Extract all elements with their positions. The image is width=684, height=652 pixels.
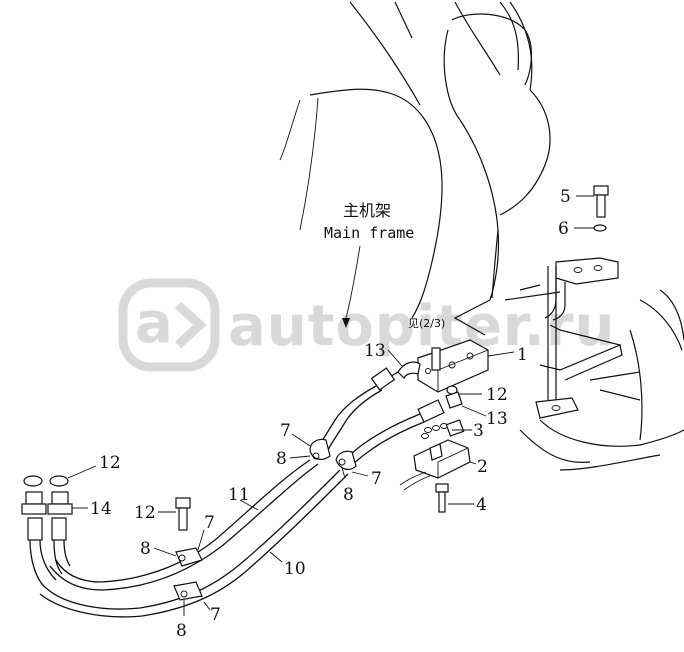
elbow-fitting-12-icon — [445, 385, 463, 409]
callout-13-upper: 13 — [364, 341, 386, 361]
clamp-upper-left-icon — [309, 438, 331, 460]
callout-5: 5 — [560, 187, 571, 207]
hose-9 — [39, 469, 349, 618]
bolt-4-icon — [435, 483, 449, 513]
callout-10: 11 — [228, 485, 250, 505]
callout-3: 3 — [473, 421, 484, 441]
leader-lines — [67, 195, 594, 616]
callout-8-c: 8 — [140, 539, 151, 559]
callout-7-b: 7 — [371, 469, 382, 489]
callout-4: 4 — [476, 495, 487, 515]
watermark-text: autopiter.ru — [228, 294, 615, 359]
callout-7-a: 7 — [280, 421, 291, 441]
hose-ends — [29, 539, 71, 589]
svg-text:a: a — [135, 291, 174, 356]
callout-13-lower: 13 — [486, 409, 508, 429]
reference-note: 见(2/3) — [408, 317, 445, 330]
callout-11: 12 — [134, 503, 156, 523]
main-frame-outline — [279, 1, 684, 471]
callout-8-d: 8 — [176, 621, 187, 641]
frame-pointer-line — [345, 245, 361, 319]
elbow-fitting-13-icon — [397, 361, 421, 380]
frame-pointer-arrow — [342, 318, 350, 328]
callout-1: 1 — [517, 345, 528, 365]
callout-6: 6 — [558, 219, 569, 239]
callout-12-left: 12 — [99, 453, 121, 473]
callout-7-c: 7 — [204, 513, 215, 533]
callout-14: 14 — [90, 499, 112, 519]
clamp-lower-2-icon — [173, 581, 203, 601]
washer-6-icon — [593, 224, 607, 232]
valve-2-icon — [399, 439, 471, 491]
callout-8-b: 8 — [343, 485, 354, 505]
callout-2: 2 — [477, 457, 488, 477]
frame-label-cn: 主机架 — [343, 201, 391, 220]
clamp-lower-1-icon — [175, 547, 203, 567]
frame-label-en: Main frame — [324, 224, 414, 242]
o-ring-12-icon — [23, 475, 69, 487]
valve-block-icon — [417, 339, 489, 393]
hose-upper — [317, 367, 399, 451]
callout-9: 10 — [284, 559, 306, 579]
watermark: a autopiter.ru — [118, 278, 615, 372]
o-ring-3-icon — [421, 419, 465, 439]
callout-7-d: 7 — [210, 605, 221, 625]
mounting-bracket — [535, 257, 619, 419]
bolt-11-icon — [175, 497, 191, 531]
clamp-upper-right-icon — [335, 450, 357, 470]
adapter-14-icon — [21, 491, 73, 541]
callout-8-a: 8 — [276, 449, 287, 469]
bolt-5-icon — [593, 185, 609, 218]
callout-12-right: 12 — [486, 385, 508, 405]
